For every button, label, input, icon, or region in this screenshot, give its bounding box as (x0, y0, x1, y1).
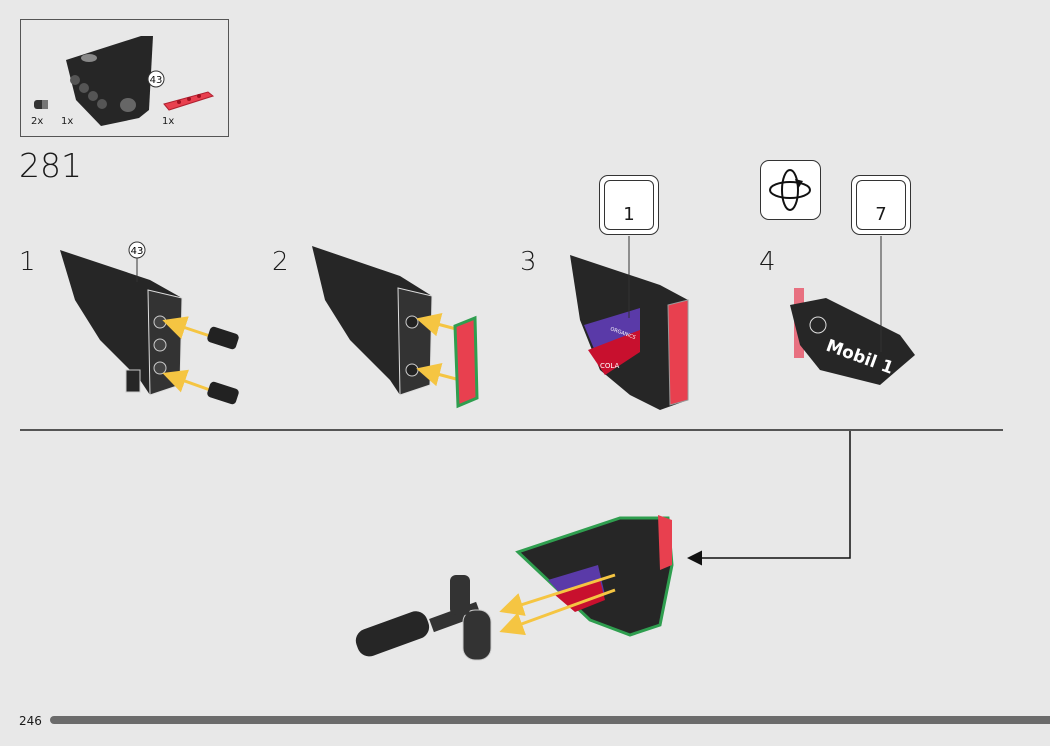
qty-label: 1x (162, 116, 175, 127)
sticker-callout: 7 (851, 175, 911, 235)
callout-43-icon: 43 (147, 70, 165, 88)
page-number: 246 (19, 714, 42, 728)
substep-4-illustration: Mobil 1 (790, 236, 915, 385)
section-divider (20, 429, 1003, 431)
substep-label: 4 (759, 247, 776, 277)
substep-label: 2 (272, 247, 289, 277)
svg-text:43: 43 (150, 75, 163, 86)
red-plate-part (163, 91, 215, 111)
substep-label: 1 (19, 247, 36, 277)
final-assembly-illustration (355, 515, 674, 661)
axle-pin-part (34, 100, 48, 109)
step-number: 281 (19, 146, 82, 185)
substep-label: 3 (520, 247, 537, 277)
callout-arrow (687, 430, 851, 566)
substep-2-illustration (312, 246, 479, 409)
substep-3-illustration: COLA ORGANICS (570, 236, 689, 410)
progress-bar (50, 716, 1050, 724)
parts-list-box: 43 2x 1x 1x (20, 19, 229, 137)
panel-part (66, 36, 153, 126)
substep-1-illustration (60, 250, 239, 405)
parts-illustration: 43 (34, 36, 215, 126)
sticker-callout: 1 (599, 175, 659, 235)
sticker-number: 7 (875, 204, 887, 225)
rotate-icon (760, 160, 821, 220)
sticker-text: COLA (600, 362, 619, 370)
qty-label: 2x (31, 116, 44, 127)
callout-43-icon: 43 (128, 241, 146, 259)
qty-label: 1x (61, 116, 74, 127)
sticker-number: 1 (623, 204, 635, 225)
svg-text:43: 43 (131, 246, 144, 257)
